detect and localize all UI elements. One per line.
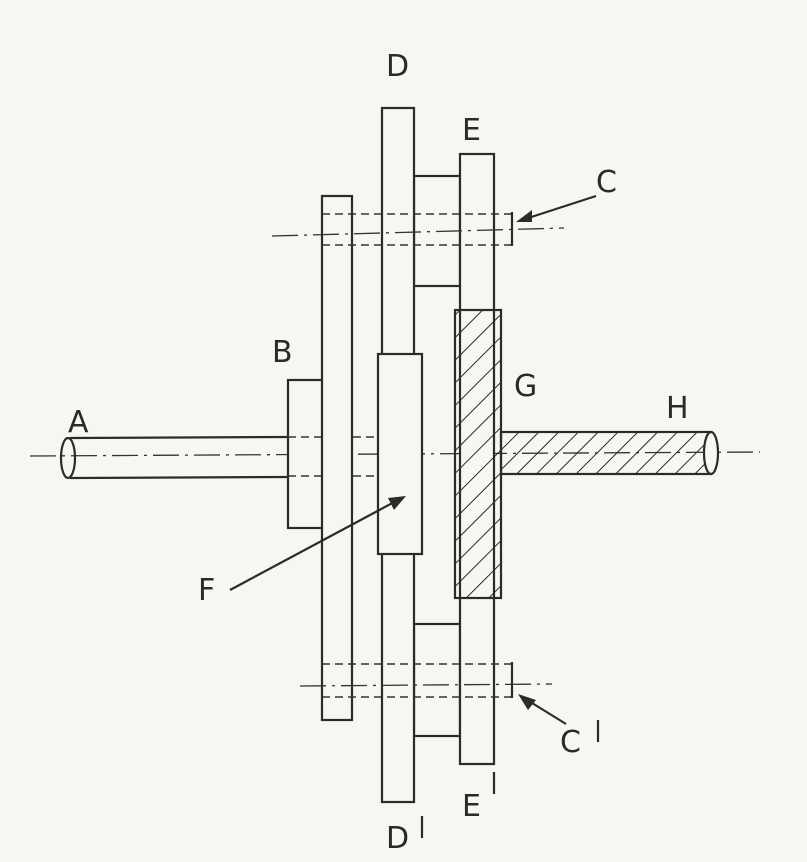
label-b: B [272,335,293,370]
svg-text:E: E [462,789,481,824]
sun-gear-f [376,352,424,556]
output-gear-g [453,308,503,600]
label-h: H [666,391,689,426]
leader-arrow-f [229,496,406,591]
label-c: C [596,165,617,200]
label-c1: C [560,720,600,760]
carrier-plate [320,194,354,722]
label-f: F [198,573,215,608]
label-e: E [462,113,481,148]
leader-arrow-c [516,194,597,222]
output-shaft-h [499,430,720,476]
label-g: G [514,369,537,404]
label-e1: E [462,772,496,824]
svg-text:C: C [560,725,581,760]
label-d: D [386,49,409,84]
leader-arrow-c1 [518,694,567,725]
input-shaft-a [59,435,289,480]
upper-planet-pin-c [271,212,565,246]
label-d1: D [386,816,424,856]
svg-text:D: D [386,821,409,856]
lower-spacer [412,622,462,738]
label-a: A [68,405,89,440]
lower-planet-pin-c1 [299,662,553,698]
